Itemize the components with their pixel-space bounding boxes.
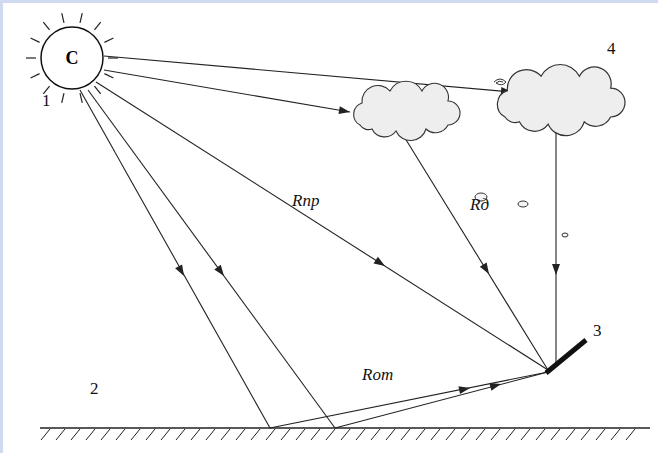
sun-letter: С — [40, 26, 104, 90]
cloud — [497, 64, 625, 135]
callout-number: 4 — [607, 40, 616, 59]
radiation-label: Rд — [470, 196, 489, 215]
sun-rays — [26, 13, 118, 103]
swirl — [494, 79, 506, 85]
frame-edge — [0, 0, 3, 453]
solar-panel — [546, 340, 586, 373]
callout-number: 2 — [90, 380, 99, 399]
ground-line — [40, 427, 650, 429]
cloud — [354, 81, 460, 140]
radiation-label: Rот — [362, 366, 393, 385]
arrowheads — [175, 87, 560, 394]
ground-hatching — [41, 429, 635, 440]
radiation-label: Rпр — [292, 192, 319, 211]
callout-number: 1 — [42, 92, 51, 111]
frame-edge — [0, 0, 658, 3]
callout-number: 3 — [593, 322, 602, 341]
radiation-rays — [80, 56, 556, 428]
sun-circle: С — [40, 26, 104, 90]
